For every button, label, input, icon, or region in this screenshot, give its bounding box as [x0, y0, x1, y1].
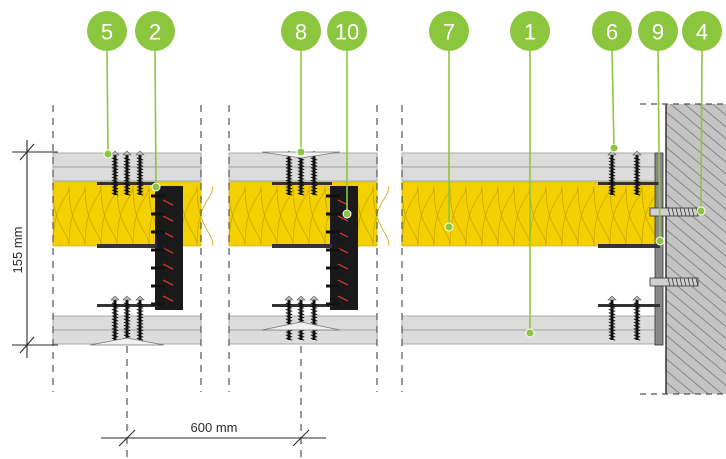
- callout-10-badge: [327, 11, 367, 51]
- callout-9-anchor-dot: [655, 236, 665, 246]
- callout-4-badge: [682, 11, 722, 51]
- screw: [135, 150, 145, 196]
- callout-4-label: 4: [696, 20, 708, 45]
- callout-2-label: 2: [149, 20, 161, 45]
- callout-9-leader: [657, 48, 661, 242]
- callout-1-anchor-dot: [525, 328, 535, 338]
- callout-1-label: 1: [524, 20, 536, 45]
- callout-5-badge: [87, 11, 127, 51]
- masonry-wall: [640, 103, 726, 395]
- callout-2-leader: [154, 48, 157, 188]
- callout-8: 8: [281, 11, 321, 51]
- callout-8-anchor-dot: [296, 147, 306, 157]
- callout-2: 2: [135, 11, 175, 51]
- callout-10: 10: [327, 11, 367, 51]
- callout-2-badge: [135, 11, 175, 51]
- callout-1: 1: [510, 11, 550, 51]
- screw: [296, 295, 306, 341]
- spacing-dimension-label: 600 mm: [191, 420, 238, 435]
- section-a: [52, 150, 214, 346]
- callout-7-badge: [429, 11, 469, 51]
- callout-5: 5: [87, 11, 127, 51]
- insulation-layer: [52, 181, 214, 247]
- callout-4: 4: [682, 11, 722, 51]
- callout-leaders: [103, 48, 706, 338]
- screw: [135, 295, 145, 341]
- callout-6-anchor-dot: [609, 143, 619, 153]
- callout-7: 7: [429, 11, 469, 51]
- callout-4-anchor-dot: [696, 206, 706, 216]
- callout-9-badge: [638, 11, 678, 51]
- spacing-dimension: [101, 429, 326, 447]
- screw: [632, 295, 642, 341]
- callout-8-badge: [281, 11, 321, 51]
- callout-6: 6: [592, 11, 632, 51]
- callout-9-label: 9: [652, 20, 664, 45]
- callout-8-label: 8: [295, 20, 307, 45]
- callout-5-leader: [106, 48, 109, 155]
- callout-1-badge: [510, 11, 550, 51]
- callout-7-label: 7: [443, 20, 455, 45]
- callout-6-label: 6: [606, 20, 618, 45]
- screw: [110, 295, 120, 341]
- screw: [110, 150, 120, 196]
- wall-anchor: [649, 207, 699, 217]
- height-dimension-label: 155 mm: [10, 227, 25, 274]
- callout-10-label: 10: [335, 20, 359, 45]
- callout-6-badge: [592, 11, 632, 51]
- callout-5-anchor-dot: [103, 149, 113, 159]
- callout-10-anchor-dot: [342, 209, 352, 219]
- callout-2-anchor-dot: [151, 182, 161, 192]
- insulation-layer: [228, 181, 390, 247]
- steel-profile: [272, 182, 358, 310]
- screw: [607, 295, 617, 341]
- callout-4-leader: [700, 48, 703, 212]
- section-cut-lines: [52, 105, 403, 459]
- wall-anchor: [649, 277, 699, 287]
- screw: [607, 150, 617, 196]
- callout-9: 9: [638, 11, 678, 51]
- callout-7-anchor-dot: [444, 222, 454, 232]
- screw: [632, 150, 642, 196]
- callout-6-leader: [611, 48, 615, 149]
- callout-5-label: 5: [101, 20, 113, 45]
- steel-profile: [97, 182, 183, 310]
- section-b: [228, 150, 390, 345]
- section-c: [401, 150, 699, 346]
- screw: [122, 150, 132, 196]
- height-dimension: [12, 140, 58, 358]
